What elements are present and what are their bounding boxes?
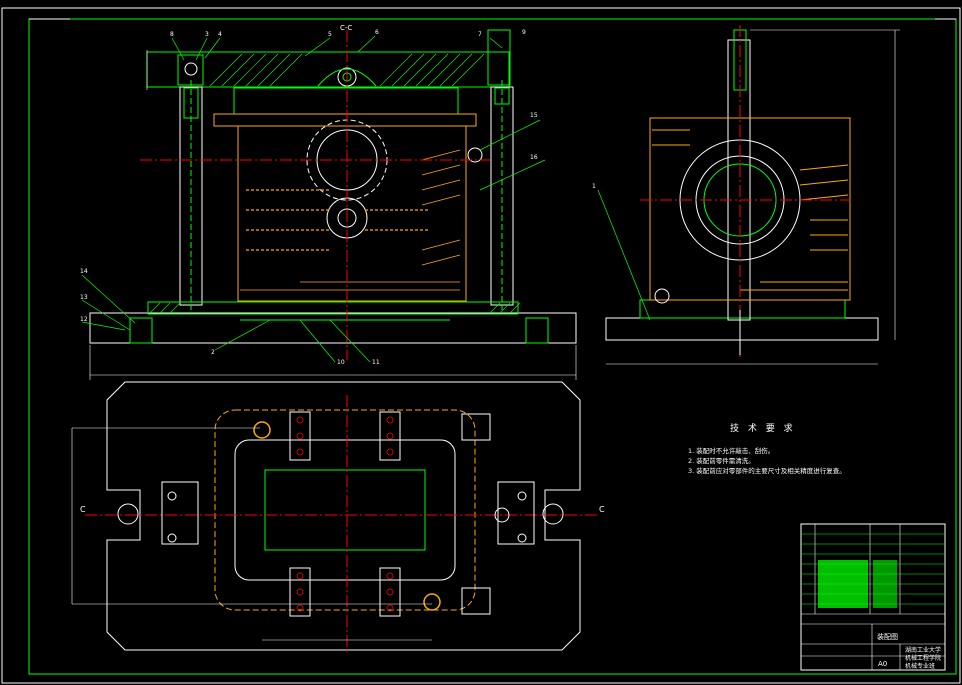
balloon-label: 10	[337, 359, 345, 366]
balloon-label: 6	[375, 29, 379, 36]
section-arrow-left: C	[80, 505, 86, 514]
sheet-outer-border	[1, 7, 961, 684]
right-bolt-head	[487, 29, 511, 86]
section-arrow-right: C	[599, 505, 605, 514]
balloon-label: 11	[372, 359, 380, 366]
left-nut-icon	[184, 62, 198, 76]
side-column	[727, 39, 751, 321]
locating-pin-icon	[423, 593, 441, 611]
school-name: 湖南工业大学	[905, 647, 942, 654]
side-base	[605, 317, 879, 341]
tech-requirement-item: 3. 装配前应对零部件的主要尺寸及相关精度进行复查。	[688, 467, 846, 475]
title-block	[800, 523, 946, 671]
top-base-outline	[106, 381, 581, 651]
top-view	[71, 381, 600, 655]
balloon-label: 16	[530, 154, 538, 161]
drawing-name: 装配图	[877, 633, 898, 641]
side-workpiece	[649, 117, 851, 301]
tech-requirement-item: 2. 装配前零件需清洗。	[688, 457, 755, 465]
school-class: 机械专业班	[905, 663, 936, 670]
locating-pin-icon	[253, 421, 271, 439]
balloon-label: 12	[80, 316, 88, 323]
workpiece-body	[237, 125, 467, 302]
sheet-size: A0	[878, 660, 888, 668]
balloon-label: 8	[170, 31, 174, 38]
school-dept: 机械工程学院	[905, 655, 942, 662]
tech-requirement-item: 1. 装配时不允许敲击、刮伤。	[688, 447, 775, 455]
top-workpiece-outline	[214, 409, 476, 611]
balloon-label: 7	[478, 31, 482, 38]
pressure-plate	[233, 87, 459, 115]
balloon-label: 5	[328, 31, 332, 38]
base-plate	[89, 312, 577, 344]
balloon-label: 13	[80, 294, 88, 301]
balloon-label: 14	[80, 268, 88, 275]
section-label: C-C	[340, 24, 353, 32]
top-plate	[146, 51, 510, 88]
balloon-label: 2	[211, 349, 215, 356]
side-view	[605, 25, 900, 365]
tech-requirements-title: 技 术 要 求	[730, 424, 796, 434]
balloon-label: 9	[522, 29, 526, 36]
balloon-label: 1	[592, 183, 596, 190]
balloon-label: 15	[530, 112, 538, 119]
balloon-label: 3	[205, 31, 209, 38]
front-view	[81, 29, 651, 380]
sheet-inner-frame	[28, 18, 957, 675]
balloon-label: 4	[218, 31, 222, 38]
